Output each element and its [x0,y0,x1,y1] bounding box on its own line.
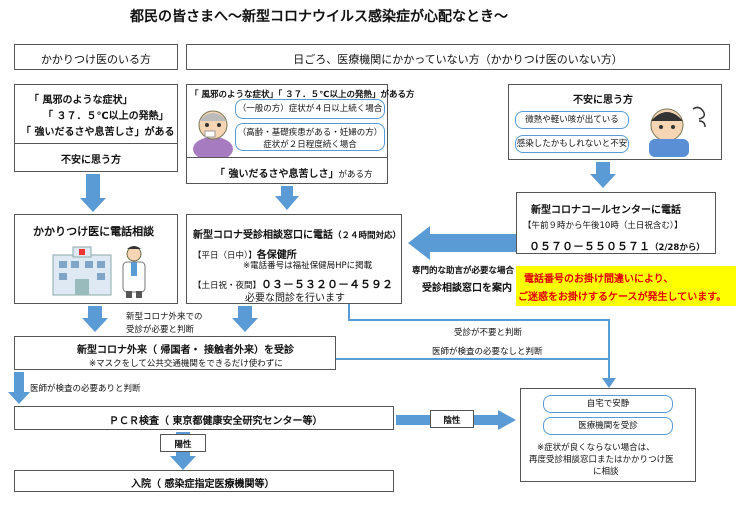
left-header-label: かかりつけ医のいる方 [40,53,152,66]
home-rest: 自宅で安静 [543,395,673,413]
anxious-item-1: 微熱や軽い咳が出ている [515,111,629,129]
symptom-fatigue: 「 強いだるさや息苦しさ」がある [21,127,175,138]
arrow-down-icon [602,378,616,388]
consult-center-title-hours: （２４時間対応） [333,231,402,241]
arrow-down-icon [275,196,299,210]
arrow-down-icon [590,174,616,188]
hospitalization-box: 入院（ 感染症指定医療機関等） [14,470,394,492]
right-header: 日ごろ、医療機関にかかっていない方（かかりつけ医のいない方） [186,44,730,70]
elderly-condition-line1: （高齢・基礎疾患がある・妊婦の方） [237,128,383,138]
outpatient-note: ※マスクをして公共交通機関をできるだけ使わずに [89,359,283,369]
middle-symptoms-box: 「 風邪のような症状」「 ３７．５℃以上の発熱」がある方 （一般の方）症状が４日… [186,84,414,184]
page-title: 都民の皆さまへ～新型コロナウイルス感染症が心配なとき～ [130,9,508,25]
consult-weekday-note: ※電話番号は福祉保健局HPに掲載 [243,261,373,271]
anxious-item-2-label: 感染したかもしれないと不安 [516,139,628,149]
middle-fatigue-suffix: がある方 [338,170,373,180]
left-symptoms-box: 「 風邪のような症状」 「 ３７．５℃以上の発熱」 「 強いだるさや息苦しさ」が… [14,84,178,172]
specialist-note-line1: 専門的な助言が必要な場合 [412,266,515,276]
pcr-label: ＰＣＲ検査（ 東京都健康安全研究センター等） [109,416,323,427]
consult-center-box: 新型コロナ受診相談窓口に電話（２４時間対応） 【平日（日中）】各保健所 ※電話番… [186,214,402,304]
not-improving-line3: に相談 [593,467,619,477]
consult-weekday-value: 各保健所 [256,250,297,261]
kakaritsuke-consult-box: かかりつけ医に電話相談 [14,214,178,304]
not-improving-line2: 再度受診相談窓口またはかかりつけ医 [529,455,674,465]
right-header-label: 日ごろ、医療機関にかかっていない方（かかりつけ医のいない方） [293,53,623,66]
hospitalization-label: 入院（ 感染症指定医療機関等） [131,479,275,490]
positive-badge: 陽性 [160,434,206,452]
sick-elderly-icon [193,110,233,157]
elderly-condition: （高齢・基礎疾患がある・妊婦の方） 症状が２日程度続く場合 [235,123,385,151]
anxious-label-left: 不安に思う方 [61,155,121,166]
negative-badge: 陰性 [430,410,474,428]
anxious-right-box: 不安に思う方 微熱や軽い咳が出ている 感染したかもしれないと不安 [508,84,722,160]
middle-symptom-line: 「 風邪のような症状」「 ３７．５℃以上の発熱」がある方 [190,90,415,100]
call-center-phone-date: （2/28から） [650,243,705,253]
not-improving-line1: ※症状が良くならない場合は、 [537,443,655,453]
no-test-needed: 医師が検査の必要なしと判断 [432,347,543,357]
arrow-left-icon [408,226,516,260]
test-needed: 医師が検査の必要ありと判断 [30,384,141,394]
outpatient-needed-line1: 新型コロナ外来での [126,312,203,322]
arrow-down-icon [80,198,106,212]
positive-label: 陽性 [174,440,192,450]
elderly-condition-line2: 症状が２日程度続く場合 [263,140,357,150]
call-center-hours: 【午前９時から午後10時（土日祝含む）】 [523,221,683,231]
consult-weekday: 【平日（日中）】各保健所 [193,243,297,262]
outpatient-box: 新型コロナ外来（ 帰国者・ 接触者外来）を受診 ※マスクをして公共交通機関をでき… [14,336,336,370]
call-center-phone-number: ０５７０－５５０５７１ [529,240,650,253]
call-center-box: 新型コロナコールセンターに電話 【午前９時から午後10時（土日祝含む）】 ０５７… [516,192,716,254]
symptom-fever: 「 ３７．５℃以上の発熱」 [43,111,169,122]
anxious-item-2: 感染したかもしれないと不安 [515,135,629,153]
arrow-down-icon [232,318,258,332]
negative-label: 陰性 [443,416,461,426]
specialist-note-line2: 受診相談窓口を案内 [422,283,512,294]
consult-center-title: 新型コロナ受診相談窓口に電話（２４時間対応） [193,223,401,242]
arrow-down-icon [82,318,108,332]
outpatient-needed-line2: 受診が必要と判断 [126,325,195,335]
call-center-phone: ０５７０－５５０５７１（2/28から） [529,235,705,254]
general-condition: （一般の方）症状が４日以上続く場合 [235,99,385,119]
visit-clinic-label: 医療機関を受診 [578,421,638,431]
hospital-building-icon [52,246,112,296]
consult-holiday-phone: ０３－５３２０－４５９２ [261,278,394,291]
kakaritsuke-consult-label: かかりつけ医に電話相談 [33,225,155,238]
destination-box: 自宅で安静 医療機関を受診 ※症状が良くならない場合は、 再度受診相談窓口または… [520,388,696,482]
symptom-cold: 「 風邪のような症状」 [29,95,133,106]
consult-holiday-label: 【土日祝・夜間】 [193,281,262,291]
outpatient-title: 新型コロナ外来（ 帰国者・ 接触者外来）を受診 [77,345,294,356]
consult-advice: 必要な問診を行います [245,293,345,304]
anxious-right-title: 不安に思う方 [573,95,633,106]
consult-weekday-label: 【平日（日中）】 [193,251,257,261]
no-visit-needed: 受診が不要と判断 [454,328,523,338]
middle-fatigue-strong: 「 強いだるさや息苦しさ」 [215,169,339,180]
general-condition-label: （一般の方）症状が４日以上続く場合 [237,104,383,114]
left-header: かかりつけ医のいる方 [14,44,178,70]
warning-line2: ご迷惑をお掛けするケースが発生しています。 [518,292,727,303]
consult-center-title-main: 新型コロナ受診相談窓口に電話 [193,230,333,241]
pcr-box: ＰＣＲ検査（ 東京都健康安全研究センター等） [14,406,394,430]
call-center-title: 新型コロナコールセンターに電話 [531,205,681,216]
consult-holiday: 【土日祝・夜間】０３－５３２０－４５９２ [193,273,393,292]
arrow-down-icon [8,392,30,404]
doctor-icon [122,246,146,298]
warning-line1: 電話番号のお掛け間違いにより、 [524,274,674,285]
worried-person-icon [649,106,706,157]
anxious-item-1-label: 微熱や軽い咳が出ている [525,115,619,125]
middle-fatigue: 「 強いだるさや息苦しさ」がある方 [215,165,373,180]
arrow-down-icon [170,456,196,470]
home-rest-label: 自宅で安静 [586,399,630,409]
warning-banner: 電話番号のお掛け間違いにより、 ご迷惑をお掛けするケースが発生しています。 [516,266,736,306]
visit-clinic: 医療機関を受診 [543,417,673,435]
